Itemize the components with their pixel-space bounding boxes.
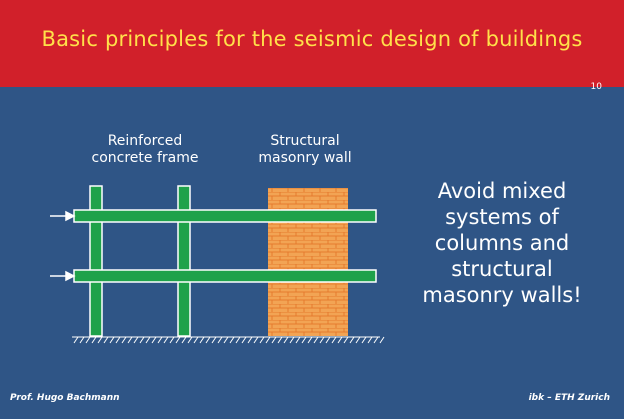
footer-author: Prof. Hugo Bachmann <box>10 393 120 403</box>
beam-lower <box>73 269 377 283</box>
slide-number: 10 <box>590 82 602 92</box>
column-left <box>89 185 103 337</box>
masonry-wall-lower <box>268 282 348 336</box>
label-concrete-frame: Reinforced concrete frame <box>91 133 199 166</box>
beam-upper <box>73 209 377 223</box>
column-middle <box>177 185 191 337</box>
ground-line <box>72 336 385 344</box>
design-message: Avoid mixed systems of columns and struc… <box>422 179 582 307</box>
load-arrows <box>50 210 76 282</box>
footer-institution: ibk – ETH Zurich <box>528 393 610 403</box>
concrete-frame <box>73 185 377 337</box>
title-bar <box>0 0 624 87</box>
masonry-wall-middle <box>268 222 348 270</box>
masonry-wall-upper <box>268 188 348 210</box>
slide-title: Basic principles for the seismic design … <box>41 27 583 51</box>
label-masonry-wall: Structural masonry wall <box>258 133 352 166</box>
